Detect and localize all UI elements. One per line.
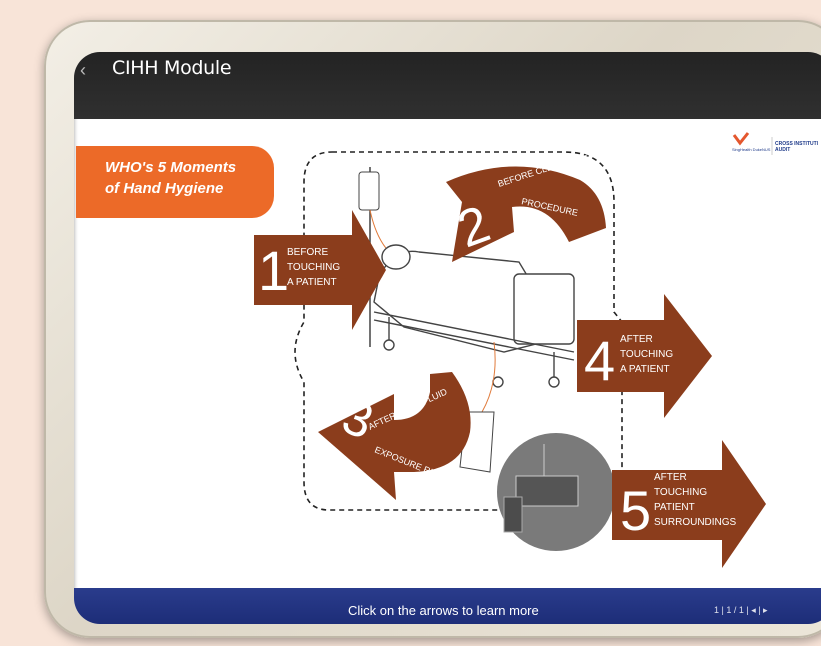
patient-head [382, 245, 410, 269]
moment-5-line-3: PATIENT [654, 502, 695, 513]
moment-4-line-2: TOUCHING [620, 349, 673, 360]
module-screen: ‹ CIHH Module WHO's 5 Moments of Hand Hy… [74, 52, 821, 624]
moment-5-line-4: SURROUNDINGS [654, 517, 737, 528]
hospital-bed [374, 245, 574, 387]
slide-controls[interactable]: 1 | 1 / 1 | ◂ | ▸ [714, 605, 768, 616]
moment-2-arrow[interactable]: 1 2 BEFORE CLEAN / ASEPTIC PROCEDURE [446, 144, 609, 262]
moment-1-line-1: BEFORE [287, 247, 328, 258]
moment-4-line-1: AFTER [620, 334, 653, 345]
moment-5-number: 5 [620, 479, 651, 542]
drainage-tube [482, 342, 495, 412]
moment-5-arrow[interactable]: 5 AFTER TOUCHING PATIENT SURROUNDINGS [612, 440, 766, 568]
moment-1-number: 1 [258, 239, 289, 302]
surroundings-image [496, 432, 616, 552]
moment-4-number: 4 [584, 329, 615, 392]
iv-bag [359, 172, 379, 210]
hand-hygiene-diagram: 1 BEFORE TOUCHING A PATIENT 1 2 BEFORE C… [74, 52, 821, 624]
moment-3-arrow[interactable]: 3 AFTER BODY FLUID EXPOSURE RISK [318, 372, 471, 500]
moment-1-line-3: A PATIENT [287, 277, 337, 288]
moment-4-arrow[interactable]: 4 AFTER TOUCHING A PATIENT [577, 294, 712, 418]
moment-5-line-2: TOUCHING [654, 487, 707, 498]
navigation-hint: Click on the arrows to learn more [348, 603, 539, 618]
moment-4-line-3: A PATIENT [620, 364, 670, 375]
moment-1-line-2: TOUCHING [287, 262, 340, 273]
moment-1-arrow[interactable]: 1 BEFORE TOUCHING A PATIENT [254, 210, 386, 330]
moment-5-line-1: AFTER [654, 472, 687, 483]
